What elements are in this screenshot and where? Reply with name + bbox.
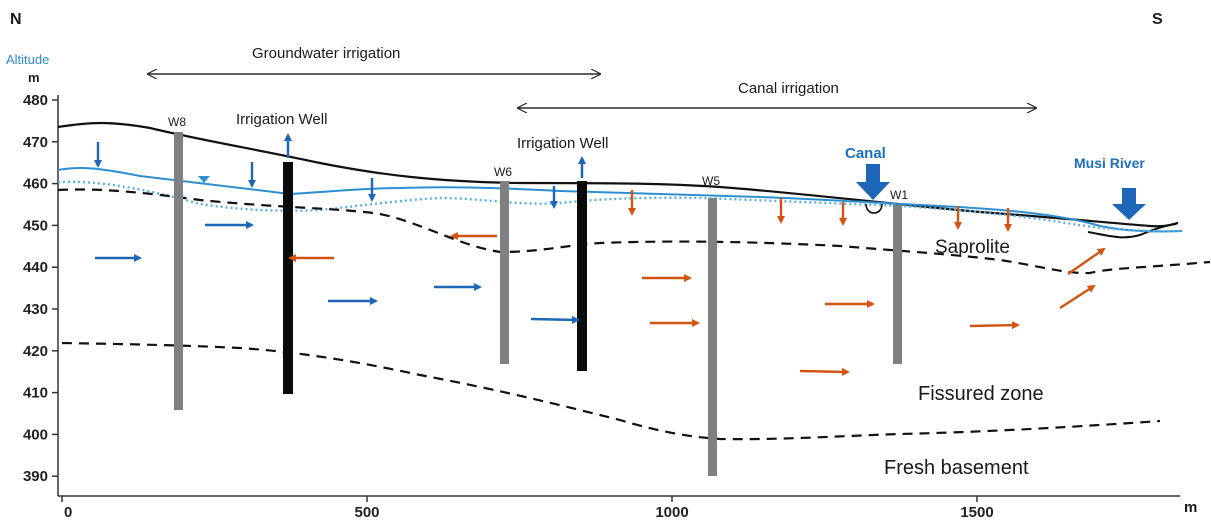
well-w1-label: W1 — [890, 188, 908, 202]
irrigation-well-2-label: Irrigation Well — [517, 135, 608, 152]
blue-right-arrow — [530, 315, 580, 324]
irrigation-well-1-label: Irrigation Well — [236, 111, 327, 128]
blue-flow-arrows — [95, 221, 580, 324]
water-level-marker — [198, 176, 210, 183]
y-axis-ticks: 480 470 460 450 440 430 420 410 400 390 — [23, 92, 58, 485]
musi-river-label: Musi River — [1074, 155, 1145, 171]
x-tick-label: 1000 — [655, 504, 688, 521]
groundwater-irrigation-label: Groundwater irrigation — [252, 45, 400, 62]
x-axis-unit: m — [1184, 499, 1197, 516]
well-w5-label: W5 — [702, 174, 720, 188]
y-axis-unit: m — [28, 70, 40, 85]
y-tick-label: 460 — [23, 176, 48, 193]
y-tick-label: 400 — [23, 426, 48, 443]
y-tick-label: 390 — [23, 468, 48, 485]
well-w5-bar — [708, 198, 717, 476]
saprolite-fissured-boundary — [57, 188, 1211, 275]
saprolite-label: Saprolite — [935, 237, 1010, 258]
y-tick-label: 420 — [23, 343, 48, 360]
well-w1-bar — [893, 205, 902, 364]
north-label: N — [10, 11, 22, 28]
orange-up-right-arrow — [1059, 284, 1096, 310]
y-tick-label: 450 — [23, 217, 48, 234]
well-w6-label: W6 — [494, 165, 512, 179]
orange-recharge-arrows — [628, 190, 1012, 232]
fissured-zone-label: Fissured zone — [918, 383, 1044, 405]
x-axis-ticks: 0 500 1000 1500 — [61, 496, 994, 521]
y-tick-label: 480 — [23, 92, 48, 109]
y-axis-title: Altitude — [6, 52, 49, 67]
y-tick-label: 440 — [23, 259, 48, 276]
orange-right-arrow — [969, 321, 1020, 330]
south-label: S — [1152, 11, 1163, 28]
well-w8-bar — [174, 132, 183, 410]
x-tick-label: 1500 — [960, 504, 993, 521]
river-arrow — [1112, 188, 1146, 220]
water-table-dotted-line — [57, 180, 1183, 233]
fissured-basement-boundary — [61, 341, 1161, 441]
orange-up-right-arrow — [1067, 247, 1106, 275]
canal-channel-icon — [865, 203, 883, 214]
orange-flow-arrows — [288, 232, 1106, 376]
x-tick-label: 0 — [64, 504, 72, 521]
well-w6-bar — [500, 181, 509, 364]
blue-recharge-arrows — [94, 142, 558, 209]
river-bed-line — [1087, 223, 1177, 239]
fresh-basement-label: Fresh basement — [884, 457, 1029, 479]
canal-label: Canal — [845, 145, 886, 162]
y-tick-label: 470 — [23, 134, 48, 151]
canal-irrigation-label: Canal irrigation — [738, 80, 839, 97]
orange-right-arrow — [799, 367, 850, 376]
x-tick-label: 500 — [354, 504, 379, 521]
y-tick-label: 430 — [23, 301, 48, 318]
canal-inflow-arrow — [856, 164, 890, 200]
y-tick-label: 410 — [23, 385, 48, 402]
well-w8-label: W8 — [168, 115, 186, 129]
irrigation-well-2-bar — [577, 181, 587, 371]
irrigation-well-1-bar — [283, 162, 293, 394]
